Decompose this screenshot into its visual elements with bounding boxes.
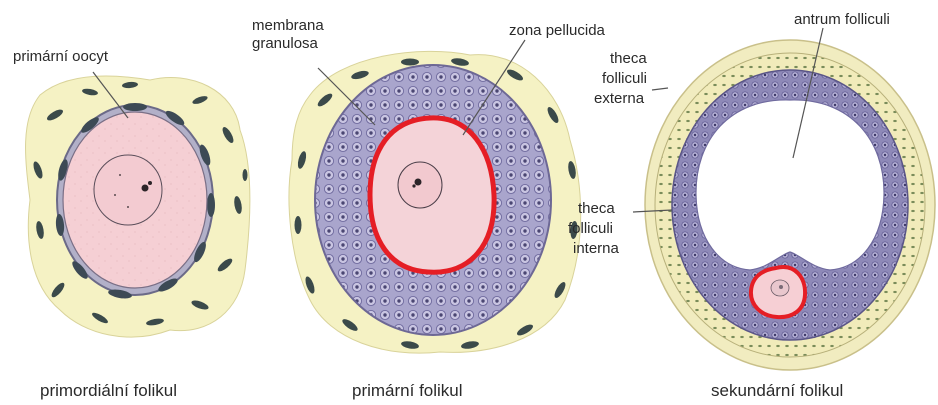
primordial-oocyte-nucleus <box>94 155 162 225</box>
pointer-theca-externa <box>652 88 668 90</box>
secondary-follicle <box>645 40 935 370</box>
label-granulosa: granulosa <box>252 35 318 52</box>
primary-follicle <box>289 51 581 353</box>
primary-oocyte-nucleus <box>398 162 442 208</box>
label-theca-externa-3: externa <box>594 90 644 107</box>
label-antrum-folliculi: antrum folliculi <box>794 11 890 28</box>
label-theca-interna-1: theca <box>578 200 615 217</box>
secondary-chromatin <box>779 285 783 289</box>
caption-primary: primární folikul <box>352 381 463 401</box>
label-primary-oocyte: primární oocyt <box>13 48 108 65</box>
label-membrana: membrana <box>252 17 324 34</box>
caption-secondary: sekundární folikul <box>711 381 843 401</box>
caption-primordial: primordiální folikul <box>40 381 177 401</box>
label-theca-externa-1: theca <box>610 50 647 67</box>
label-theca-interna-3: interna <box>573 240 619 257</box>
label-theca-interna-2: folliculi <box>568 220 613 237</box>
label-theca-externa-2: folliculi <box>602 70 647 87</box>
primordial-follicle <box>26 76 250 337</box>
label-zona-pellucida: zona pellucida <box>509 22 605 39</box>
secondary-antrum <box>696 100 884 270</box>
